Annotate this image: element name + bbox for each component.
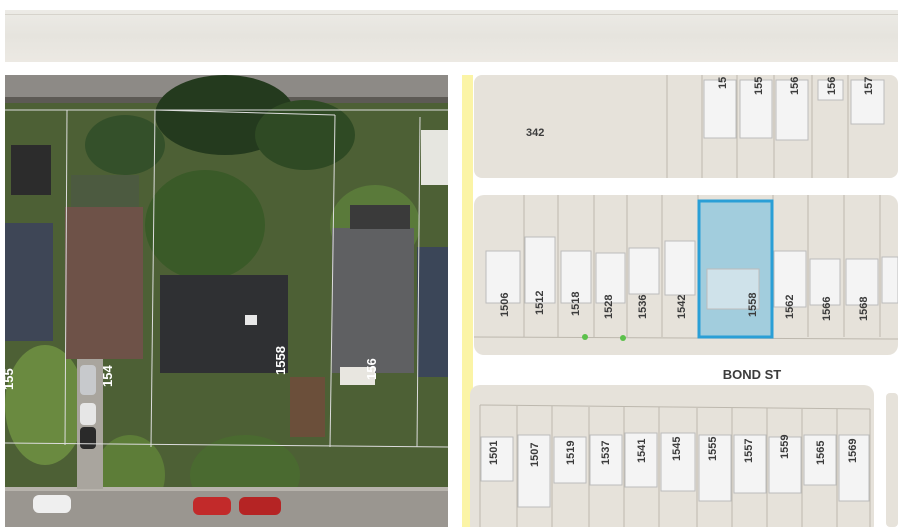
building-footprint bbox=[803, 434, 837, 486]
block-label: 342 bbox=[526, 127, 544, 139]
building-footprint bbox=[485, 250, 521, 304]
bottom-row-buildings bbox=[480, 432, 870, 508]
lot-label-bottom-7: 1555 bbox=[707, 437, 719, 461]
parked-car bbox=[239, 497, 281, 515]
building-footprint bbox=[773, 250, 807, 308]
building-footprint bbox=[881, 256, 898, 304]
lot-label-mid-8: 1562 bbox=[784, 295, 796, 319]
marker-dot bbox=[620, 335, 626, 341]
street-label: BOND ST bbox=[723, 367, 782, 382]
bottom-block-edge bbox=[886, 393, 898, 527]
tree-canopy bbox=[85, 115, 165, 175]
building-footprint bbox=[739, 79, 773, 139]
parcel-lines bbox=[5, 109, 448, 448]
parked-car bbox=[80, 403, 96, 425]
lot-label-top-5: 157 bbox=[863, 77, 875, 95]
building-footprint bbox=[517, 434, 551, 508]
lot-label-bottom-5: 1541 bbox=[636, 439, 648, 463]
house-roof bbox=[350, 205, 410, 229]
lot-label-mid-6: 1542 bbox=[676, 295, 688, 319]
deck bbox=[290, 377, 325, 437]
parcel-info-band bbox=[5, 10, 898, 62]
lot-label-bottom-11: 1569 bbox=[847, 439, 859, 463]
lot-label-mid-9: 1566 bbox=[821, 297, 833, 321]
lot-label-mid-3: 1518 bbox=[570, 292, 582, 316]
lot-label-bottom-8: 1557 bbox=[743, 439, 755, 463]
building-footprint bbox=[845, 258, 879, 306]
house-1558-roof bbox=[160, 275, 288, 373]
lot-label-bottom-6: 1545 bbox=[671, 437, 683, 461]
building-footprint bbox=[809, 258, 841, 306]
house-roof bbox=[417, 247, 448, 377]
lot-label-mid-2: 1512 bbox=[534, 291, 546, 315]
tree-canopy bbox=[145, 170, 265, 280]
address-label-154: 154 bbox=[100, 365, 115, 387]
parcel-map: 342 15 155 156 156 157 bbox=[462, 75, 898, 527]
building-footprint bbox=[768, 436, 802, 494]
building-footprint bbox=[775, 79, 809, 141]
top-row-buildings bbox=[703, 79, 885, 141]
building-footprint bbox=[628, 247, 660, 295]
bottom-block-lot-lines bbox=[479, 404, 871, 527]
building-footprint bbox=[838, 434, 870, 502]
middle-block-lot-lines bbox=[473, 195, 898, 340]
chimney bbox=[245, 315, 257, 325]
address-label-156: 156 bbox=[364, 358, 379, 380]
tent-structure bbox=[421, 130, 448, 185]
house-roof bbox=[332, 228, 414, 373]
building-footprint bbox=[553, 436, 587, 484]
lot-label-top-2: 155 bbox=[753, 77, 765, 95]
lot-label-bottom-10: 1565 bbox=[815, 441, 827, 465]
building-footprint bbox=[703, 79, 737, 139]
building-footprint bbox=[624, 432, 658, 488]
tree-canopy bbox=[255, 100, 355, 170]
lot-label-bottom-4: 1537 bbox=[600, 441, 612, 465]
parked-car bbox=[80, 427, 96, 449]
building-footprint bbox=[595, 252, 626, 304]
building-footprint bbox=[660, 432, 696, 492]
building-footprint bbox=[480, 436, 514, 482]
house-roof bbox=[11, 145, 51, 195]
lot-label-top-4: 156 bbox=[826, 77, 838, 95]
aerial-photo-panel[interactable]: 155 154 1558 156 bbox=[5, 75, 448, 527]
house-roof bbox=[71, 175, 139, 207]
middle-row-buildings bbox=[485, 236, 898, 308]
lot-label-mid-5: 1536 bbox=[637, 295, 649, 319]
house-roof bbox=[5, 223, 53, 341]
lot-label-top-3: 156 bbox=[789, 77, 801, 95]
patio bbox=[340, 367, 375, 385]
parked-car bbox=[193, 497, 231, 515]
building-footprint bbox=[817, 79, 844, 101]
building-footprint bbox=[664, 240, 696, 296]
road-yellow bbox=[462, 75, 473, 527]
lot-label-mid-10: 1568 bbox=[858, 297, 870, 321]
address-label-155: 155 bbox=[5, 368, 16, 390]
aerial-photo: 155 154 1558 156 bbox=[5, 75, 448, 527]
marker-dot bbox=[582, 334, 588, 340]
lot-label-mid-4: 1528 bbox=[603, 295, 615, 319]
lot-label-bottom-2: 1507 bbox=[529, 443, 541, 467]
parked-car bbox=[33, 495, 71, 513]
address-label-1558: 1558 bbox=[273, 346, 288, 375]
building-footprint bbox=[850, 79, 885, 125]
building-footprint bbox=[524, 236, 556, 304]
building-footprint bbox=[589, 434, 623, 486]
lot-label-mid-1: 1506 bbox=[499, 293, 511, 317]
sidewalk bbox=[5, 487, 448, 491]
lot-label-bottom-1: 1501 bbox=[488, 441, 500, 465]
building-footprint bbox=[733, 434, 767, 494]
parcel-map-panel[interactable]: 342 15 155 156 156 157 bbox=[462, 75, 898, 527]
top-block-lot-lines bbox=[666, 75, 849, 178]
parked-car bbox=[80, 365, 96, 395]
band-divider bbox=[5, 14, 898, 15]
lot-label-bottom-3: 1519 bbox=[565, 441, 577, 465]
lot-label-bottom-9: 1559 bbox=[779, 435, 791, 459]
lot-label-mid-7: 1558 bbox=[747, 293, 759, 317]
lawn bbox=[5, 345, 85, 465]
house-roof bbox=[65, 207, 143, 359]
building-footprint bbox=[698, 434, 732, 502]
lot-label-top-1: 15 bbox=[717, 77, 729, 89]
building-footprint-1558 bbox=[706, 268, 760, 310]
building-footprint bbox=[560, 250, 592, 304]
